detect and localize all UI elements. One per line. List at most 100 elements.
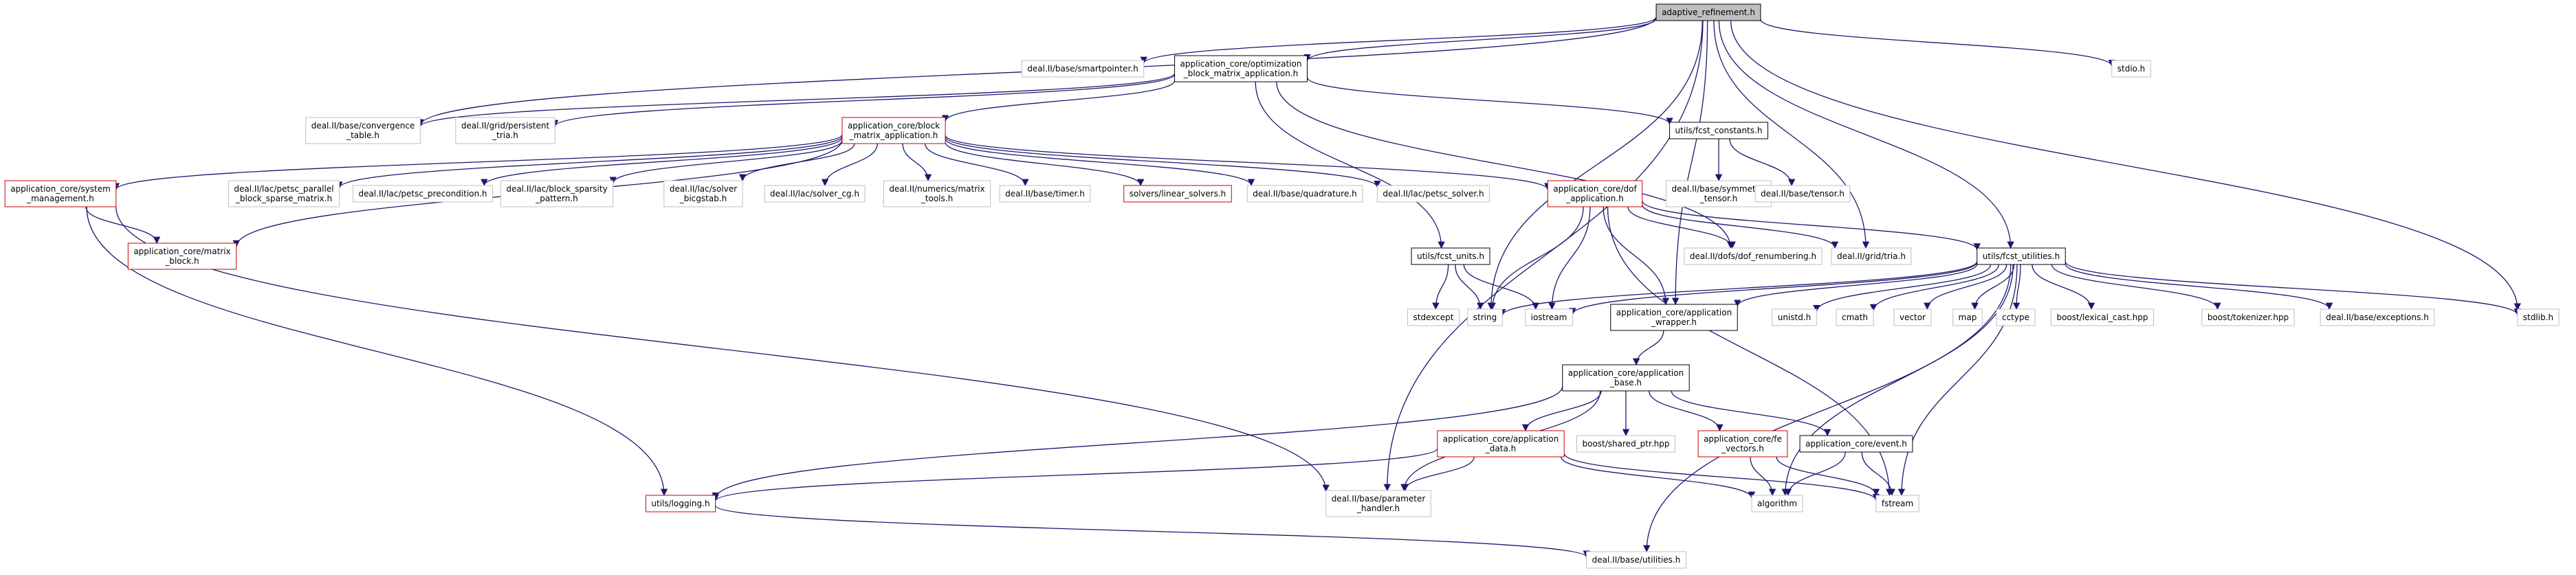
node-fe-vectors[interactable]: application_core/fe_vectors.h	[1697, 430, 1788, 458]
edge-fcst-utilities-to-fstream	[1897, 264, 2018, 497]
edge-opt-block-to-fcst-constants	[1306, 77, 1673, 125]
node-opt-block[interactable]: application_core/optimization_block_matr…	[1174, 55, 1308, 82]
node-label: deal.II/base/convergence	[311, 121, 415, 131]
node-sym-tensor[interactable]: deal.II/base/symmetric_tensor.h	[1666, 180, 1772, 207]
node-box	[2201, 308, 2295, 326]
edge-block-matrix-to-quadrature	[945, 138, 1255, 187]
node-stdlib[interactable]: stdlib.h	[2517, 308, 2560, 326]
node-shared-ptr[interactable]: boost/shared_ptr.hpp	[1576, 435, 1675, 453]
node-label: deal.II/lac/petsc_solver.h	[1383, 189, 1484, 199]
node-dof-renum[interactable]: deal.II/dofs/dof_renumbering.h	[1684, 247, 1823, 265]
node-app-data[interactable]: application_core/application_data.h	[1437, 430, 1565, 458]
node-exceptions[interactable]: deal.II/base/exceptions.h	[2320, 308, 2435, 326]
node-label: utils/fcst_units.h	[1417, 251, 1484, 261]
node-solver-cg[interactable]: deal.II/lac/solver_cg.h	[764, 185, 866, 203]
node-label: deal.II/base/utilities.h	[1592, 555, 1681, 565]
node-quadrature[interactable]: deal.II/base/quadrature.h	[1246, 185, 1363, 203]
node-timer[interactable]: deal.II/base/timer.h	[999, 185, 1091, 203]
node-box	[2050, 308, 2155, 326]
edge-fcst-utilities-to-vector	[1924, 264, 2007, 311]
node-algorithm[interactable]: algorithm	[1751, 495, 1803, 512]
node-label: stdio.h	[2117, 64, 2145, 74]
node-label: application_core/dof	[1553, 184, 1637, 194]
node-box	[1467, 308, 1503, 326]
node-petsc-parallel[interactable]: deal.II/lac/petsc_parallel_block_sparse_…	[228, 180, 340, 207]
node-solver-bicg[interactable]: deal.II/lac/solver_bicgstab.h	[663, 180, 743, 207]
edge-fcst-units-to-iostream	[1463, 264, 1539, 311]
edge-opt-block-to-block-matrix	[941, 80, 1176, 122]
node-vector[interactable]: vector	[1893, 308, 1932, 326]
edge-opt-block-to-dof-renum	[1276, 81, 1735, 249]
node-string[interactable]: string	[1467, 308, 1503, 326]
node-iostream[interactable]: iostream	[1525, 308, 1573, 326]
node-base-utilities[interactable]: deal.II/base/utilities.h	[1586, 551, 1686, 569]
node-label: deal.II/base/timer.h	[1005, 189, 1085, 199]
node-cctype[interactable]: cctype	[1996, 308, 2036, 326]
node-tria[interactable]: deal.II/grid/tria.h	[1831, 247, 1912, 265]
node-label: application_core/fe	[1704, 434, 1782, 444]
node-stdexcept[interactable]: stdexcept	[1407, 308, 1460, 326]
edge-block-matrix-to-petsc-precond	[481, 137, 843, 187]
node-tensor[interactable]: deal.II/base/tensor.h	[1754, 185, 1851, 203]
node-fcst-units[interactable]: utils/fcst_units.h	[1411, 247, 1490, 265]
edge-block-matrix-to-dof-app	[945, 135, 1552, 190]
node-tokenizer[interactable]: boost/tokenizer.hpp	[2201, 308, 2295, 326]
node-label: application_core/matrix	[133, 247, 230, 256]
edge-root-to-smartpointer	[1140, 16, 1657, 65]
edge-layer	[85, 16, 2522, 558]
node-label: _tools.h	[921, 194, 953, 203]
node-linear-solvers[interactable]: solvers/linear_solvers.h	[1123, 185, 1232, 203]
node-label: vector	[1900, 313, 1926, 322]
node-lexical-cast[interactable]: boost/lexical_cast.hpp	[2050, 308, 2155, 326]
node-box	[663, 180, 743, 207]
node-stdio[interactable]: stdio.h	[2111, 60, 2151, 78]
node-label: algorithm	[1757, 499, 1797, 508]
node-label: _vectors.h	[1721, 444, 1764, 453]
node-box	[352, 185, 494, 203]
edge-system-mgmt-to-param-handler	[115, 206, 1330, 493]
node-app-wrapper[interactable]: application_core/application_wrapper.h	[1610, 304, 1738, 331]
node-box	[883, 180, 991, 207]
node-block-matrix[interactable]: application_core/block_matrix_applicatio…	[841, 117, 946, 144]
node-system-mgmt[interactable]: application_core/system_management.h	[4, 180, 117, 207]
node-label: utils/logging.h	[651, 499, 709, 508]
node-matrix-tools[interactable]: deal.II/numerics/matrix_tools.h	[883, 180, 991, 207]
node-matrix-block[interactable]: application_core/matrix_block.h	[127, 243, 237, 270]
node-fcst-constants[interactable]: utils/fcst_constants.h	[1669, 122, 1768, 139]
node-cmath[interactable]: cmath	[1836, 308, 1874, 326]
node-logging[interactable]: utils/logging.h	[645, 495, 716, 512]
node-box	[1547, 180, 1643, 207]
node-label: _data.h	[1485, 444, 1516, 453]
node-box	[1174, 55, 1308, 82]
node-label: deal.II/base/quadrature.h	[1253, 189, 1357, 199]
node-fcst-utilities[interactable]: utils/fcst_utilities.h	[1977, 247, 2066, 265]
node-petsc-precond[interactable]: deal.II/lac/petsc_precondition.h	[352, 185, 494, 203]
node-map[interactable]: map	[1952, 308, 1983, 326]
node-box	[1684, 247, 1823, 265]
node-unistd[interactable]: unistd.h	[1772, 308, 1817, 326]
node-root[interactable]: adaptive_refinement.h	[1655, 3, 1761, 21]
node-event[interactable]: application_core/event.h	[1799, 435, 1913, 453]
edge-block-matrix-to-petsc-parallel	[335, 135, 843, 189]
node-block-sparsity[interactable]: deal.II/lac/block_sparsity_pattern.h	[500, 180, 614, 207]
node-param-handler[interactable]: deal.II/base/parameter_handler.h	[1325, 490, 1431, 517]
edge-root-to-fcst-utilities	[1718, 20, 2014, 249]
edge-app-data-to-fstream	[1563, 453, 1880, 501]
node-persistent-tria[interactable]: deal.II/grid/persistent_tria.h	[455, 117, 555, 144]
edge-opt-block-to-fcst-units	[1255, 81, 1445, 249]
node-conv-table[interactable]: deal.II/base/convergence_table.h	[305, 117, 421, 144]
node-dof-app[interactable]: application_core/dof_application.h	[1547, 180, 1643, 207]
edge-fcst-units-to-stdexcept	[1432, 264, 1449, 311]
node-smartpointer[interactable]: deal.II/base/smartpointer.h	[1021, 60, 1145, 78]
edge-fcst-utilities-to-algorithm	[1781, 264, 2014, 497]
node-box	[764, 185, 866, 203]
node-label: _bicgstab.h	[679, 194, 727, 203]
node-fstream[interactable]: fstream	[1875, 495, 1919, 512]
node-petsc-solver[interactable]: deal.II/lac/petsc_solver.h	[1376, 185, 1490, 203]
node-app-base[interactable]: application_core/application_base.h	[1562, 364, 1690, 392]
node-box	[305, 117, 421, 144]
node-label: _block_sparse_matrix.h	[235, 194, 332, 203]
edge-root-to-stdlib	[1730, 20, 2522, 311]
node-label: deal.II/lac/petsc_parallel	[234, 184, 333, 194]
node-label: application_core/optimization	[1180, 59, 1302, 69]
